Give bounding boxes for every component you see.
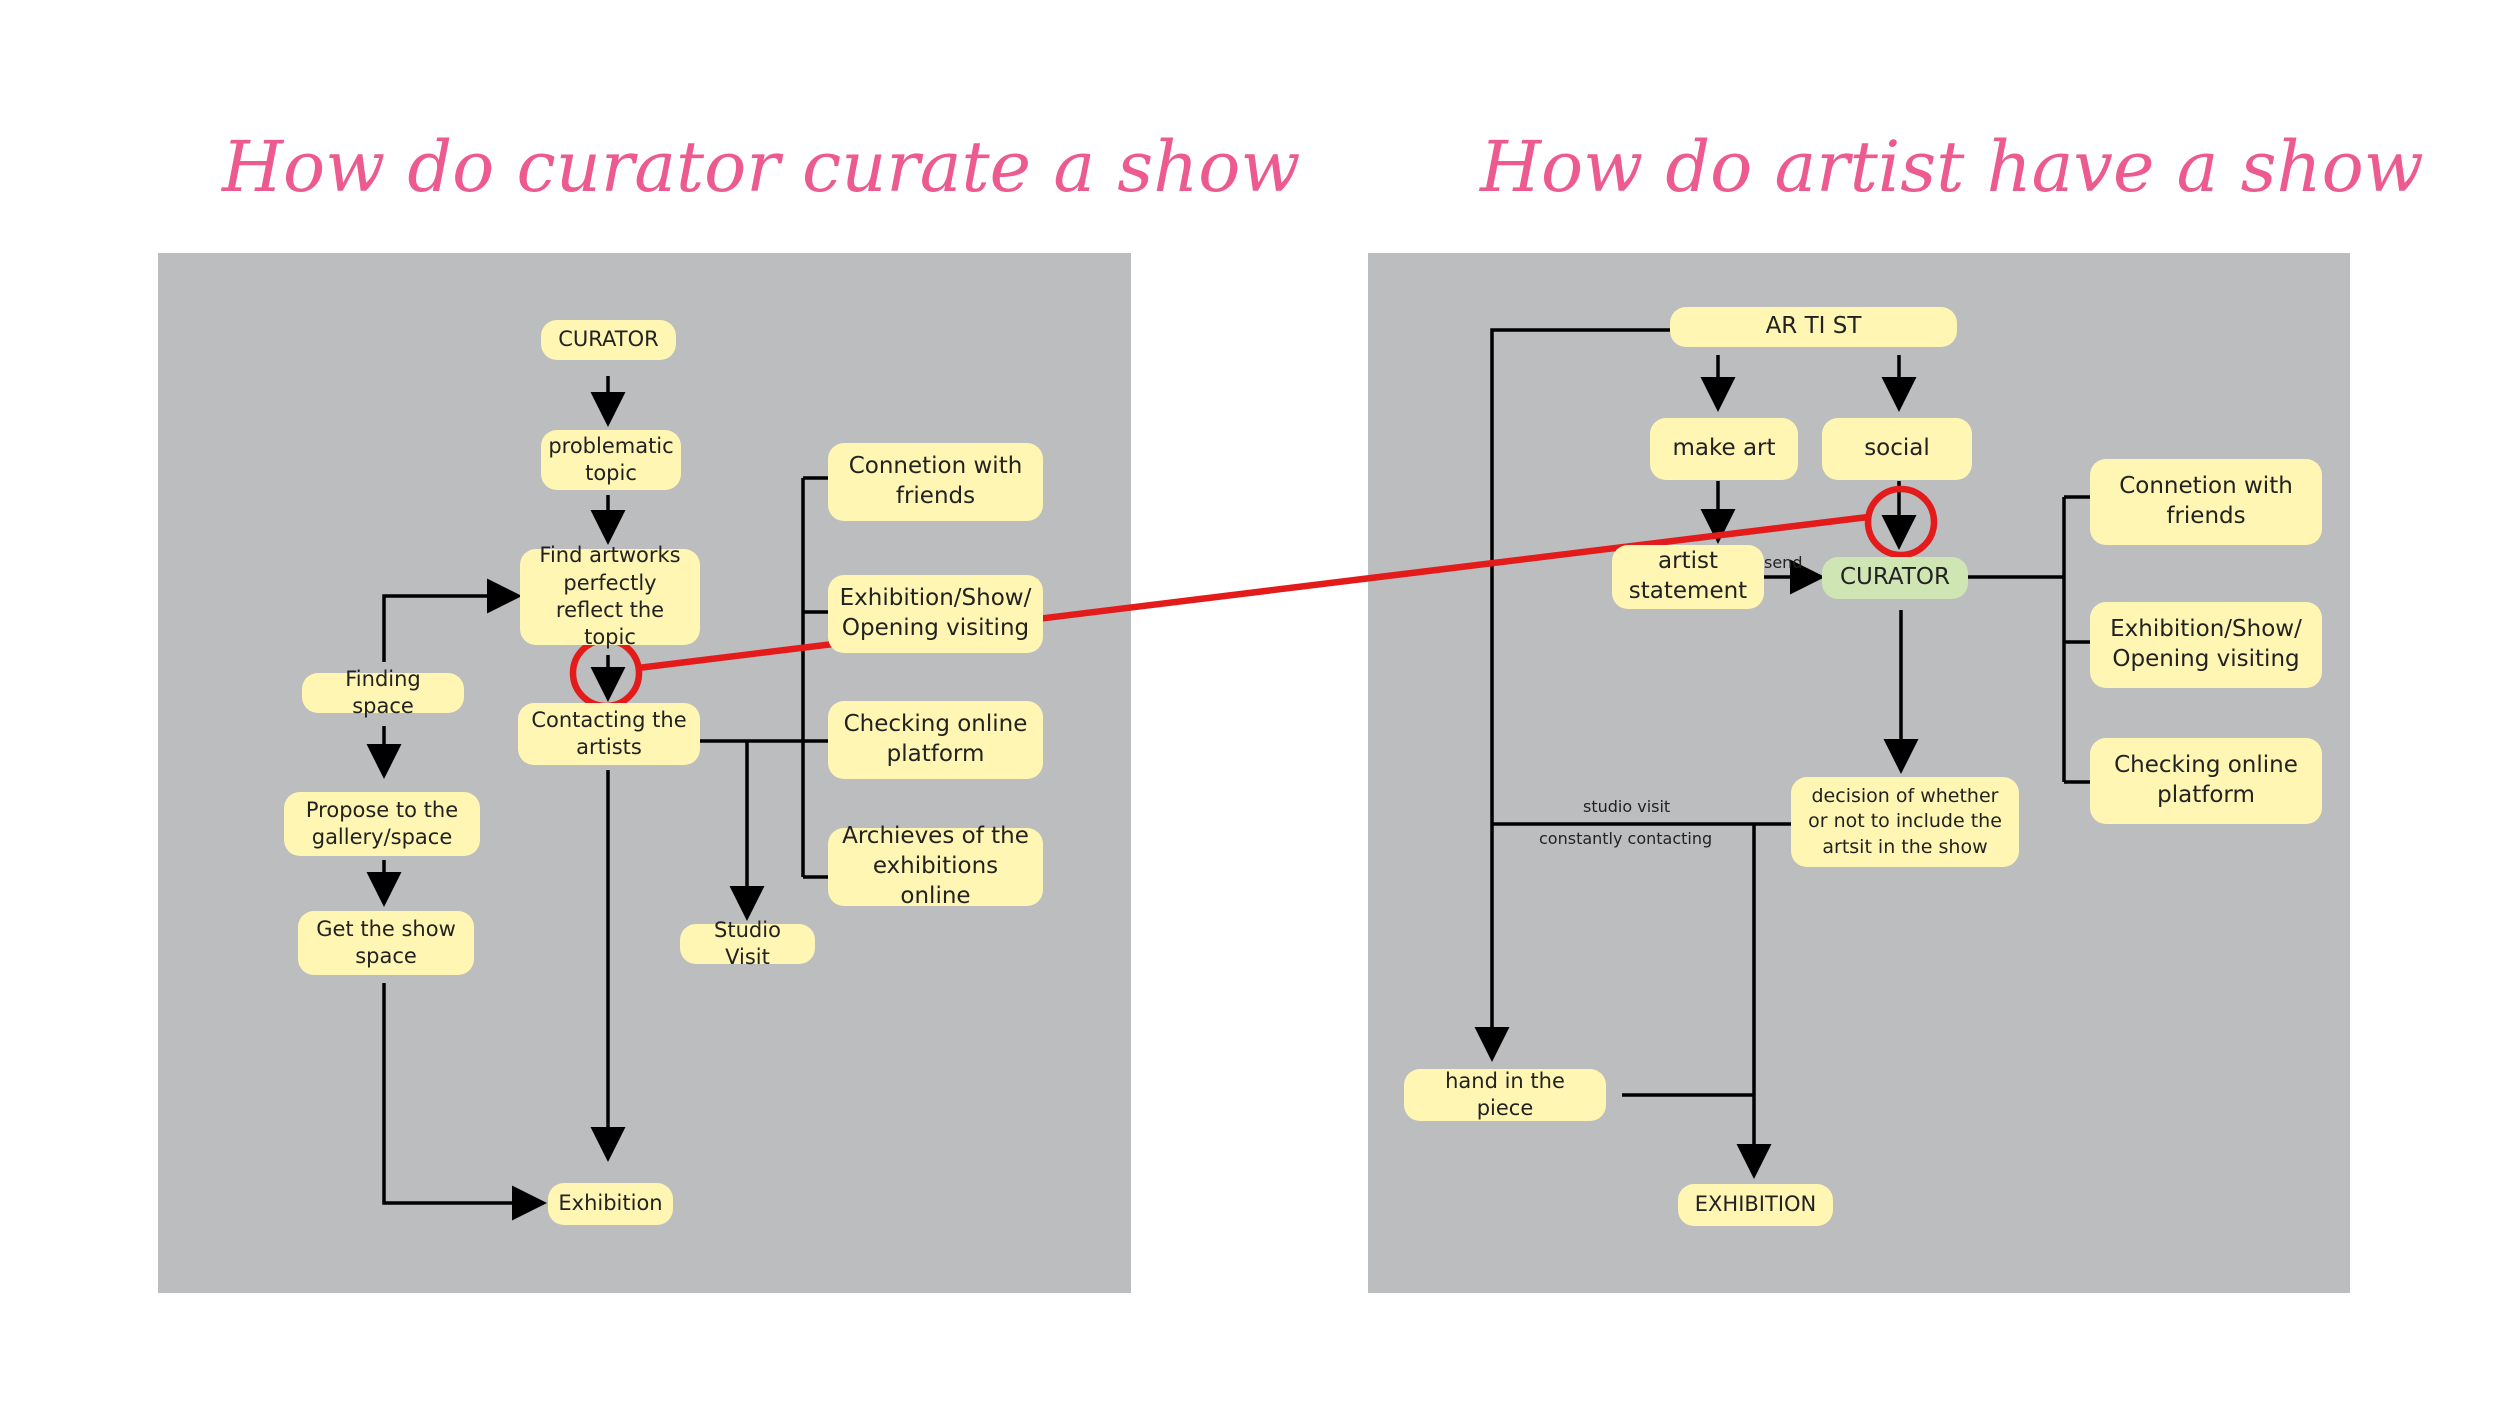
artist-title: How do artist have a show [1480, 126, 2424, 208]
curator-title: How do curator curate a show [222, 126, 1301, 208]
artist-statement-node: artist statement [1612, 545, 1764, 609]
exhibition-node: Exhibition [548, 1183, 673, 1225]
constantly-contacting-label: constantly contacting [1539, 829, 1713, 848]
propose-gallery-node: Propose to the gallery/space [284, 792, 480, 856]
artist-node: AR TI ST [1670, 307, 1957, 347]
hand-in-piece-node: hand in the piece [1404, 1069, 1606, 1121]
problematic-topic-node: problematic topic [541, 430, 681, 490]
exhibition-final-node: EXHIBITION [1678, 1184, 1833, 1226]
exhibition-show-node: Exhibition/Show/ Opening visiting [828, 575, 1043, 653]
contacting-artists-node: Contacting the artists [518, 703, 700, 765]
make-art-node: make art [1650, 418, 1798, 480]
checking-online-node: Checking online platform [828, 701, 1043, 779]
social-node: social [1822, 418, 1972, 480]
curator-node: CURATOR [541, 320, 676, 360]
connection-friends-node: Connetion with friends [828, 443, 1043, 521]
curator-node-green: CURATOR [1822, 557, 1968, 599]
connection-friends-node-right: Connetion with friends [2090, 459, 2322, 545]
decision-node: decision of whether or not to include th… [1791, 777, 2019, 867]
exhibition-show-node-right: Exhibition/Show/ Opening visiting [2090, 602, 2322, 688]
studio-visit-node: Studio Visit [680, 918, 815, 969]
checking-online-node-right: Checking online platform [2090, 738, 2322, 824]
send-label: send [1764, 553, 1803, 572]
archieves-online-node: Archieves of the exhibitions online [828, 823, 1043, 909]
finding-space-node: Finding space [302, 667, 464, 718]
get-show-space-node: Get the show space [298, 911, 474, 975]
studio-visit-label: studio visit [1583, 797, 1671, 816]
find-artworks-node: Find artworks perfectly reflect the topi… [520, 543, 700, 649]
